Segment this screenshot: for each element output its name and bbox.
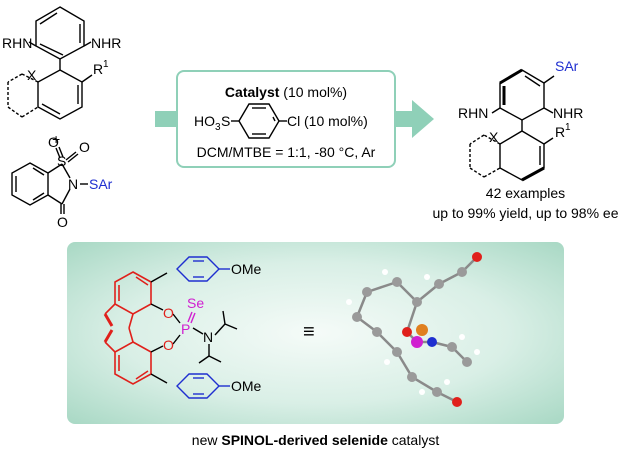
- caption-prefix: new: [191, 432, 222, 448]
- acid-cl: Cl: [287, 113, 300, 129]
- ome-bottom: OMe: [231, 378, 262, 394]
- plus-sign: +: [52, 131, 60, 147]
- reactant1-structure: [7, 6, 93, 120]
- reactant2-o2: O: [79, 139, 90, 155]
- spinol-core: [103, 271, 152, 385]
- product-structure: [469, 68, 555, 182]
- product-sar: SAr: [555, 58, 579, 74]
- p-atom: P: [181, 321, 190, 337]
- reactant2-sar: SAr: [89, 176, 113, 192]
- catalyst-loading: (10 mol%): [279, 84, 348, 100]
- reactant2-o1: O: [48, 134, 59, 150]
- o-top: O: [163, 305, 174, 321]
- conditions-box: Catalyst (10 mol%) HO 3 S Cl (10 mol%) D…: [176, 70, 396, 168]
- o-bottom: O: [163, 337, 174, 353]
- product-rhn: RHN: [458, 105, 488, 121]
- acid-structure: HO 3 S Cl (10 mol%): [194, 103, 368, 139]
- reactant2-structure: [11, 146, 88, 214]
- reactant1-x: X: [27, 67, 37, 83]
- se-atom: Se: [187, 295, 204, 311]
- product-r: R: [555, 124, 565, 140]
- reactant1-nhr: NHR: [91, 35, 121, 51]
- ome-top: OMe: [231, 261, 262, 277]
- reactant2-n: N: [68, 176, 78, 192]
- acid-s: S: [221, 113, 230, 129]
- reactant1-rhn: RHN: [2, 35, 32, 51]
- model-atoms: [346, 252, 482, 407]
- caption-suffix: catalyst: [387, 432, 440, 448]
- catalyst-panel: OMe OMe O O P Se N ≡: [67, 242, 564, 424]
- examples-count: 42 examples: [485, 185, 566, 201]
- reactant1-r-sup: 1: [103, 59, 109, 70]
- figure-caption: new SPINOL-derived selenide catalyst: [0, 432, 631, 448]
- catalyst-label: Catalyst: [224, 84, 280, 100]
- reactant2-o3: O: [57, 214, 68, 230]
- yield-ee: up to 99% yield, up to 98% ee: [432, 205, 619, 221]
- catalyst-structure-svg: OMe OMe O O P Se N ≡: [103, 252, 482, 407]
- acid-sub: 3: [215, 122, 221, 133]
- anisyl-groups: [176, 256, 230, 399]
- product-nhr: NHR: [553, 105, 583, 121]
- acid-loading: (10 mol%): [304, 113, 368, 129]
- n-atom: N: [203, 329, 213, 345]
- catalyst-line: Catalyst (10 mol%): [178, 84, 394, 100]
- reactant2-s: S: [57, 153, 66, 169]
- results-summary: 42 examples up to 99% yield, up to 98% e…: [420, 183, 631, 223]
- reactant1-r: R: [93, 61, 103, 77]
- caption-bold: SPINOL-derived selenide: [221, 432, 388, 448]
- acid-prefix: HO: [194, 113, 215, 129]
- reaction-arrow: [155, 100, 434, 138]
- solvent-line: DCM/MTBE = 1:1, -80 °C, Ar: [196, 144, 376, 160]
- equivalence-sign: ≡: [303, 321, 315, 343]
- product-r-sup: 1: [565, 122, 571, 133]
- product-x: X: [489, 129, 499, 145]
